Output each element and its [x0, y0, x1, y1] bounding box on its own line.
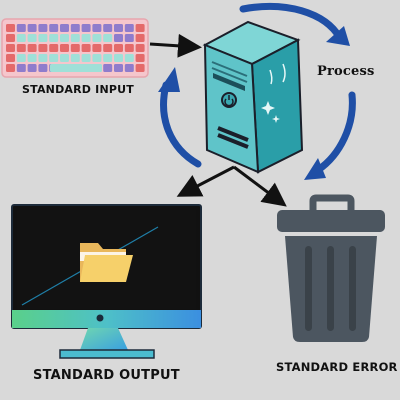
standard-input-label: STANDARD INPUT	[22, 83, 134, 96]
computer-tower-icon	[202, 20, 304, 174]
output-flow-arrow	[176, 165, 235, 197]
folder-icon	[80, 243, 133, 282]
process-label: Process	[317, 64, 375, 79]
keyboard-icon	[1, 18, 149, 78]
process-cycle-arrows	[158, 2, 356, 180]
error-flow-arrow	[233, 165, 287, 207]
standard-error-label: STANDARD ERROR	[276, 360, 398, 374]
trash-can-icon	[277, 194, 385, 342]
standard-output-label: STANDARD OUTPUT	[33, 368, 180, 383]
input-flow-arrow	[149, 33, 202, 58]
